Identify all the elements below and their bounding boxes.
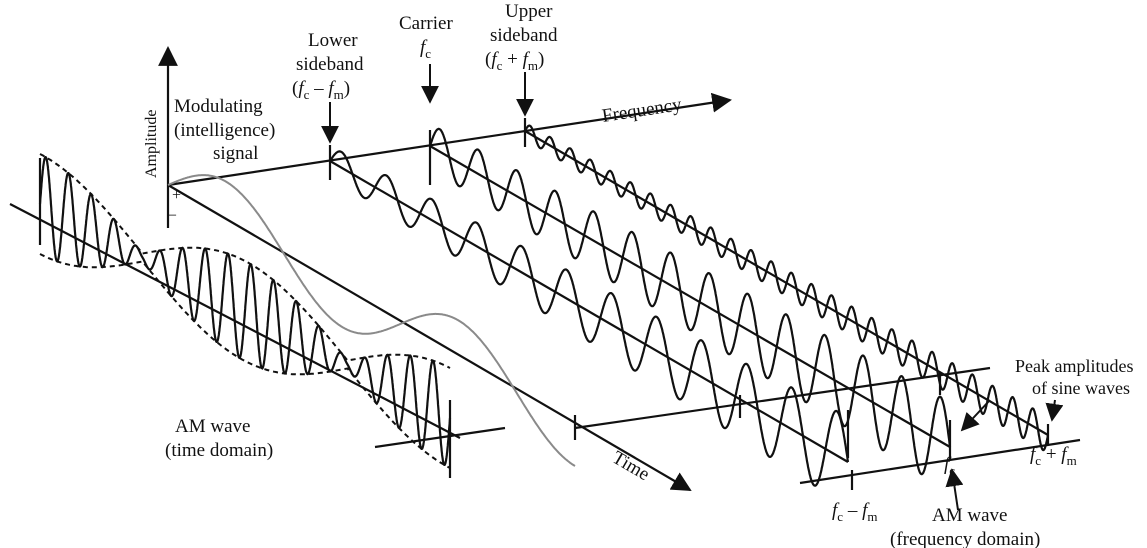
fd-lower-formula: fc – fm bbox=[832, 500, 877, 524]
am-time-domain-wave bbox=[38, 156, 452, 466]
time-axis-label: Time bbox=[608, 447, 653, 485]
carrier-label-formula: fc bbox=[420, 37, 431, 61]
pointer-arrows bbox=[321, 64, 1064, 511]
back-transverse-line bbox=[574, 366, 991, 430]
fd-carrier-formula: fc bbox=[944, 454, 955, 478]
lower-sideband-formula: (fc – fm) bbox=[292, 78, 350, 102]
axes-group bbox=[9, 46, 1081, 491]
carrier-wave bbox=[428, 127, 952, 476]
upper-sideband-wave bbox=[524, 124, 1050, 452]
upper-sideband-label-line1: Upper bbox=[505, 1, 553, 22]
modulating-label-line3: signal bbox=[213, 143, 258, 164]
frequency-axis bbox=[167, 92, 732, 187]
am-envelope-lower bbox=[39, 253, 451, 469]
frequency-axis-label: Frequency bbox=[601, 94, 684, 127]
plus-sign: + bbox=[172, 187, 181, 204]
frequency-domain-baseline bbox=[799, 438, 1081, 485]
peak-pointer-upper bbox=[1045, 399, 1064, 422]
lower-sideband-label-line2: sideband bbox=[296, 54, 364, 75]
am-frequency-pointer bbox=[945, 468, 964, 511]
minus-sign: – bbox=[167, 206, 177, 223]
peak-amplitudes-label-line1: Peak amplitudes bbox=[1015, 356, 1133, 376]
modulating-label-line2: (intelligence) bbox=[174, 120, 275, 141]
amplitude-label: Amplitude bbox=[143, 110, 160, 178]
carrier-label-line1: Carrier bbox=[399, 13, 453, 34]
carrier-trace bbox=[429, 145, 951, 448]
am-time-label-line1: AM wave bbox=[175, 416, 250, 437]
lower-sideband-wave bbox=[329, 150, 850, 487]
am-frequency-label-line1: AM wave bbox=[932, 505, 1007, 526]
am-time-label-line2: (time domain) bbox=[165, 440, 273, 461]
lower-sideband-label-line1: Lower bbox=[308, 30, 358, 51]
fd-upper-formula: fc + fm bbox=[1030, 444, 1077, 468]
upper-sideband-label-line2: sideband bbox=[490, 25, 558, 46]
upper-sideband-formula: (fc + fm) bbox=[485, 49, 544, 73]
peak-pointer-carrier bbox=[960, 399, 991, 432]
peak-amplitudes-label-line2: of sine waves bbox=[1032, 378, 1130, 398]
time-axis bbox=[167, 184, 692, 491]
modulating-label-line1: Modulating bbox=[174, 96, 263, 117]
waves-group bbox=[38, 124, 1050, 487]
labels-group: Amplitude + – Modulating (intelligence) … bbox=[143, 1, 1133, 548]
lower-sideband-trace bbox=[329, 160, 849, 463]
am-envelope-upper bbox=[39, 153, 451, 369]
am-frequency-label-line2: (frequency domain) bbox=[890, 529, 1040, 548]
modulating-signal-wave bbox=[167, 174, 576, 467]
